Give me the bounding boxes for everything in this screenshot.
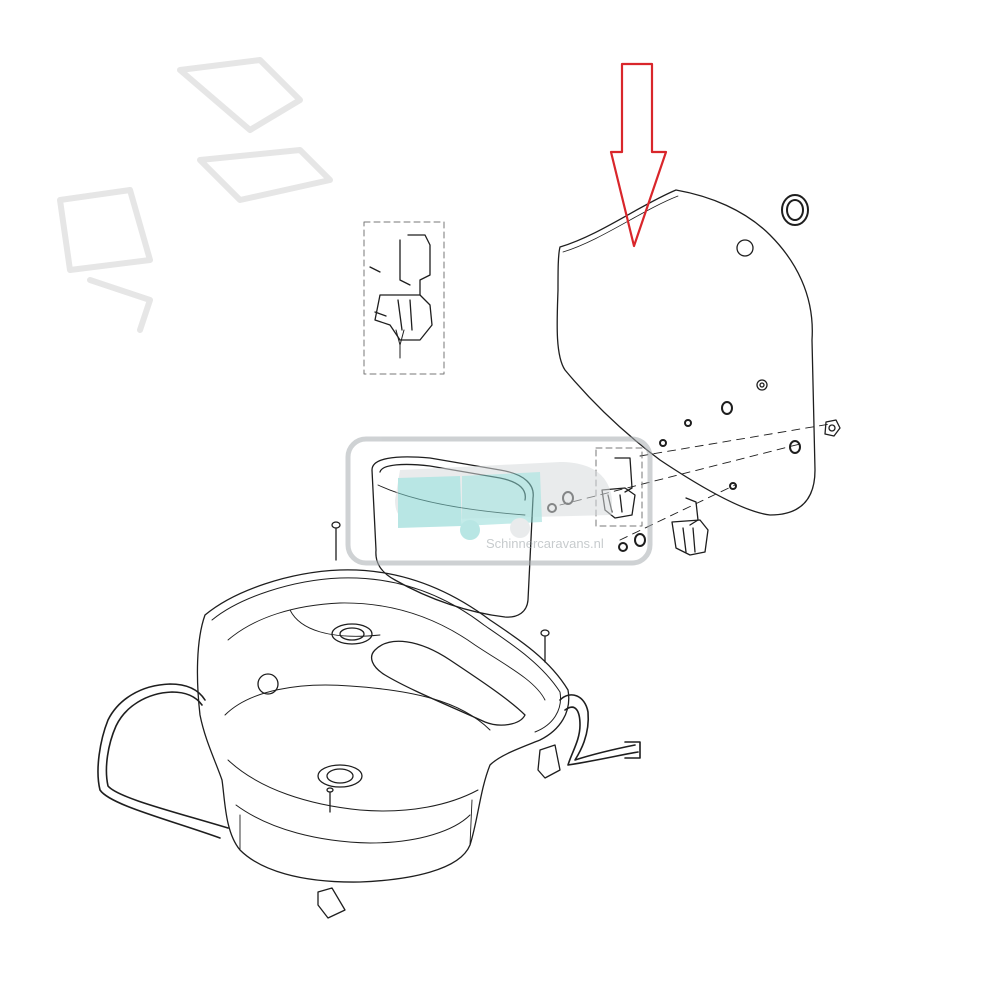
seal-strip [97,683,641,839]
mounting-clamp [317,744,561,919]
watermark-text: Schinnercaravans.nl [486,536,604,551]
axis-dashes [559,423,831,541]
lid-hole [736,239,754,257]
sink-lid [556,189,816,516]
background-ghost-marks [57,57,333,333]
screw [326,521,550,813]
drain-plug [317,623,373,788]
watermark: Schinnercaravans.nl [345,436,653,566]
washer [659,401,801,490]
hinge-detail [363,221,445,375]
sink-basin [196,569,570,883]
cap-ring [781,194,809,226]
caravan-logo [395,462,612,540]
hinge-right [671,497,709,556]
nut [824,419,841,437]
bolt [756,379,768,391]
down-arrow-icon [609,62,668,248]
